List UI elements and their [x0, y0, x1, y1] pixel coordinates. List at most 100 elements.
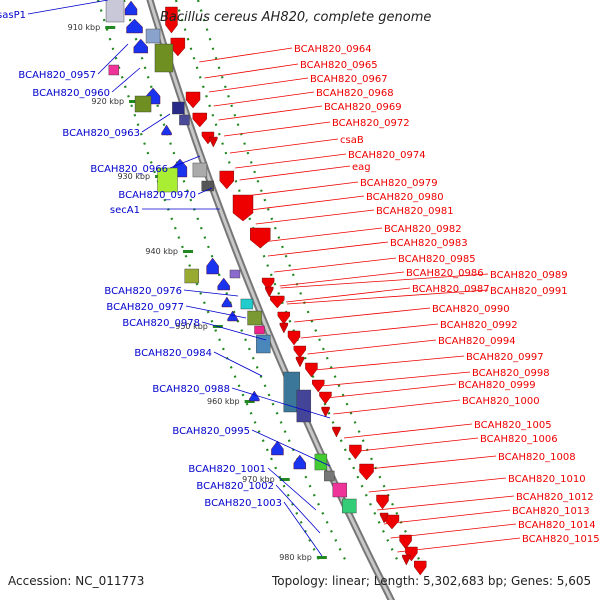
gene-leader-line [239, 165, 351, 181]
gene-label-right: BCAH820_0997 [466, 352, 544, 363]
gene-label-right: BCAH820_0981 [376, 206, 454, 217]
gene-feature [185, 91, 201, 109]
gene-leader-line [397, 537, 521, 553]
gene-leader-line [231, 387, 331, 419]
gene-leader-line [183, 289, 239, 297]
gene-leader-line [169, 155, 201, 169]
gene-label-right: BCAH820_1014 [518, 520, 596, 531]
gene-label-right: BCAH820_0986 [406, 268, 484, 279]
scale-label: 910 kbp [68, 23, 101, 32]
gene-leader-line [267, 467, 317, 511]
gene-feature [261, 277, 275, 291]
gene-feature [279, 322, 289, 334]
gene-leader-line [343, 423, 473, 439]
gene-feature [133, 38, 148, 54]
scale-tick [183, 250, 194, 253]
gene-leader-line [350, 437, 479, 453]
gene-block [256, 334, 271, 354]
gene-leader-line [314, 355, 465, 371]
gene-label-left: BCAH820_0960 [32, 88, 110, 99]
gene-block [145, 28, 161, 44]
gene-label-right: BCAH820_0968 [316, 88, 394, 99]
gene-label-right: BCAH820_1013 [512, 506, 590, 517]
gene-label-left: BCAH820_0978 [122, 318, 200, 329]
gene-leader-line [97, 43, 129, 75]
gene-label-left: secA1 [110, 205, 140, 216]
gene-feature [271, 440, 284, 456]
gene-feature [126, 18, 143, 34]
gene-leader-line [333, 399, 461, 415]
gene-label-left: BCAH820_0966 [90, 164, 168, 175]
gene-feature [287, 330, 301, 346]
scale-label: 980 kbp [279, 553, 312, 562]
gene-leader-line [213, 351, 263, 377]
gene-feature [206, 257, 219, 275]
gene-feature [402, 554, 411, 566]
gene-block [105, 0, 125, 23]
gene-feature [295, 356, 305, 368]
gene-leader-line [250, 195, 365, 211]
gene-leader-line [390, 523, 517, 539]
gene-feature [227, 310, 238, 322]
gene-label-right: BCAH820_1010 [508, 474, 586, 485]
gene-feature [249, 390, 260, 402]
topology-text: Topology: linear; Length: 5,302,683 bp; … [272, 574, 592, 588]
gene-leader-line [358, 455, 497, 471]
gene-feature [349, 444, 362, 460]
gene-label-left: BCAH820_0957 [18, 70, 96, 81]
gene-label-right: BCAH820_0974 [348, 150, 426, 161]
scale-tick [316, 556, 327, 559]
gene-leader-line [383, 509, 511, 525]
scale-tick [129, 100, 140, 103]
gene-block [342, 498, 357, 514]
scale-tick [279, 478, 290, 481]
gene-label-left: BCAH820_0963 [62, 128, 140, 139]
gene-feature [277, 311, 290, 325]
gene-label-right: BCAH820_1008 [498, 452, 576, 463]
gene-leader-line [275, 484, 321, 534]
gene-block [296, 389, 312, 423]
track-guide-line [96, 0, 321, 561]
gene-block [254, 325, 265, 335]
gene-feature [219, 170, 234, 190]
gene-leader-line [368, 477, 507, 493]
gene-feature [250, 227, 271, 249]
gene-label-right: BCAH820_0964 [294, 44, 372, 55]
gene-block [184, 268, 199, 284]
gene-label-left: BCAH820_0984 [134, 348, 212, 359]
gene-leader-line [283, 501, 323, 557]
gene-label-left: BCAH820_0995 [172, 426, 250, 437]
gene-feature [293, 345, 307, 359]
gene-leader-line [229, 138, 339, 154]
gene-label-right: csaB [340, 135, 364, 146]
gene-feature [376, 494, 389, 510]
gene-feature [319, 391, 332, 405]
gene-label-right: BCAH820_0992 [440, 320, 518, 331]
scale-label: 970 kbp [242, 475, 275, 484]
gene-label-left: BCAH820_1003 [204, 498, 282, 509]
gene-label-right: BCAH820_0994 [438, 336, 516, 347]
gene-label-left: BCAH820_0976 [104, 286, 182, 297]
gene-leader-line [251, 429, 331, 467]
gene-leader-line [286, 289, 489, 305]
scale-tick [105, 26, 116, 29]
gene-leader-line [274, 257, 397, 273]
gene-block [192, 162, 208, 178]
gene-block [229, 269, 241, 279]
gene-label-right: BCAH820_0967 [310, 74, 388, 85]
accession-text: Accession: NC_011773 [8, 574, 145, 588]
scale-label: 930 kbp [117, 172, 150, 181]
gene-label-right: BCAH820_0999 [458, 380, 536, 391]
gene-label-right: BCAH820_0969 [324, 102, 402, 113]
gene-leader-line [279, 271, 405, 287]
gene-label-right: BCAH820_0979 [360, 178, 438, 189]
gene-leader-line [300, 323, 439, 339]
gene-feature [192, 112, 207, 128]
gene-feature [414, 560, 427, 576]
gene-leader-line [197, 187, 213, 195]
gene-leader-line [141, 113, 171, 133]
gene-block [332, 482, 348, 498]
gene-feature [232, 194, 254, 222]
genome-title: Bacillus cereus AH820, complete genome [160, 10, 432, 25]
gene-leader-line [294, 307, 431, 323]
